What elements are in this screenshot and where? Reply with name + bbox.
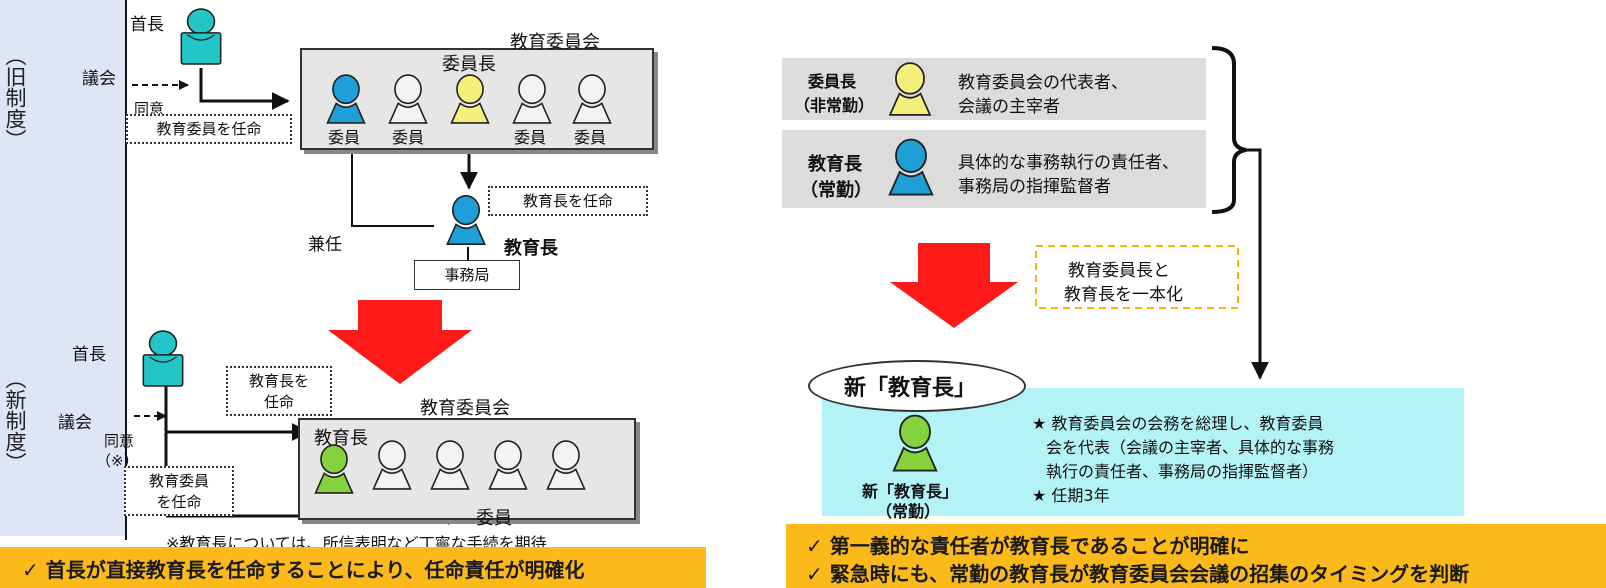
old-appoint-superintendent-box: 教育長を任命 [488,186,648,216]
right-footer: ✓ 第一義的な責任者が教育長であることが明確に ✓ 緊急時にも、常勤の教育長が教… [786,524,1606,588]
old-consent-label: 同意 [134,100,165,118]
old-superintendent-label: 教育長 [504,238,558,259]
superintendent-row [782,130,1206,208]
new-mayor-label: 首長 [72,345,106,365]
superintendent-type: （常勤） [800,180,872,201]
new-superintendent-icon [890,414,940,472]
new-superintendent-title: 新「教育長」 [844,376,977,401]
new-appoint-superintendent-line1: 教育長を [248,372,309,390]
new-superintendent-label: 教育長 [314,428,368,449]
new-board-label: 教育委員会 [420,398,510,419]
chair-desc-2: 会議の主宰者 [958,97,1060,117]
new-appoint-superintendent-box: 教育長を 任命 [226,366,332,416]
old-member-label-3: 委員 [514,128,547,147]
new-system-band [0,300,126,536]
left-footer: ✓ 首長が直接教育長を任命することにより、任命責任が明確化 [0,547,706,588]
old-system-label: （旧制度） [3,45,27,150]
chair-title: 委員長 [808,72,857,91]
new-assembly-label: 議会 [58,413,92,433]
new-superintendent-person-1: 新「教育長」 [862,482,959,501]
new-superintendent-person-2: （常勤） [876,502,941,521]
chair-desc-1: 教育委員会の代表者、 [958,73,1128,93]
old-appoint-members-box: 教育委員を任命 [126,114,292,144]
new-appoint-superintendent-line2: 任命 [263,393,294,411]
new-superintendent-bullet-1a: ★ 教育委員会の会務を総理し、教育委員 [1032,414,1324,433]
old-chair-label: 委員長 [442,54,496,75]
superintendent-desc-2: 事務局の指揮監督者 [958,177,1111,197]
new-board-box [298,418,636,520]
superintendent-desc-1: 具体的な事務執行の責任者、 [958,153,1179,173]
superintendent-title: 教育長 [808,154,862,175]
new-consent-label-1: 同意 [104,432,135,450]
right-footer-line-1: ✓ 第一義的な責任者が教育長であることが明確に [806,534,1250,558]
old-board-label: 教育委員会 [510,32,600,53]
old-system-band [0,0,126,300]
left-footer-text: ✓ 首長が直接教育長を任命することにより、任命責任が明確化 [22,558,585,582]
new-superintendent-title-oval [808,360,1026,412]
chair-type: （非常勤） [794,96,875,115]
new-appoint-members-line2: を任命 [156,493,202,511]
new-superintendent-bullet-2: ★ 任期3年 [1032,486,1110,505]
unify-text-2: 教育長を一本化 [1064,285,1183,305]
old-member-label-1: 委員 [328,128,361,147]
new-system-label: （新制度） [3,368,27,473]
old-mayor-label: 首長 [130,15,164,35]
old-assembly-label: 議会 [82,69,116,89]
new-consent-label-2: （※） [96,452,139,470]
new-superintendent-bullet-1b: 会を代表（会議の主宰者、具体的な事務 [1046,438,1335,457]
old-secretariat-box: 事務局 [414,260,520,290]
new-member-label: 委員 [476,508,512,529]
new-appoint-members-line1: 教育委員 [148,472,209,490]
old-member-label-2: 委員 [392,128,425,147]
right-footer-line-2: ✓ 緊急時にも、常勤の教育長が教育委員会会議の招集のタイミングを判断 [806,562,1470,586]
chair-row [782,58,1206,120]
new-appoint-members-box: 教育委員 を任命 [124,466,234,516]
old-concurrent-label: 兼任 [308,235,342,255]
old-member-label-4: 委員 [574,128,607,147]
unify-text-1: 教育委員長と [1068,261,1170,281]
new-superintendent-bullet-1c: 執行の責任者、事務局の指揮監督者） [1046,462,1319,481]
